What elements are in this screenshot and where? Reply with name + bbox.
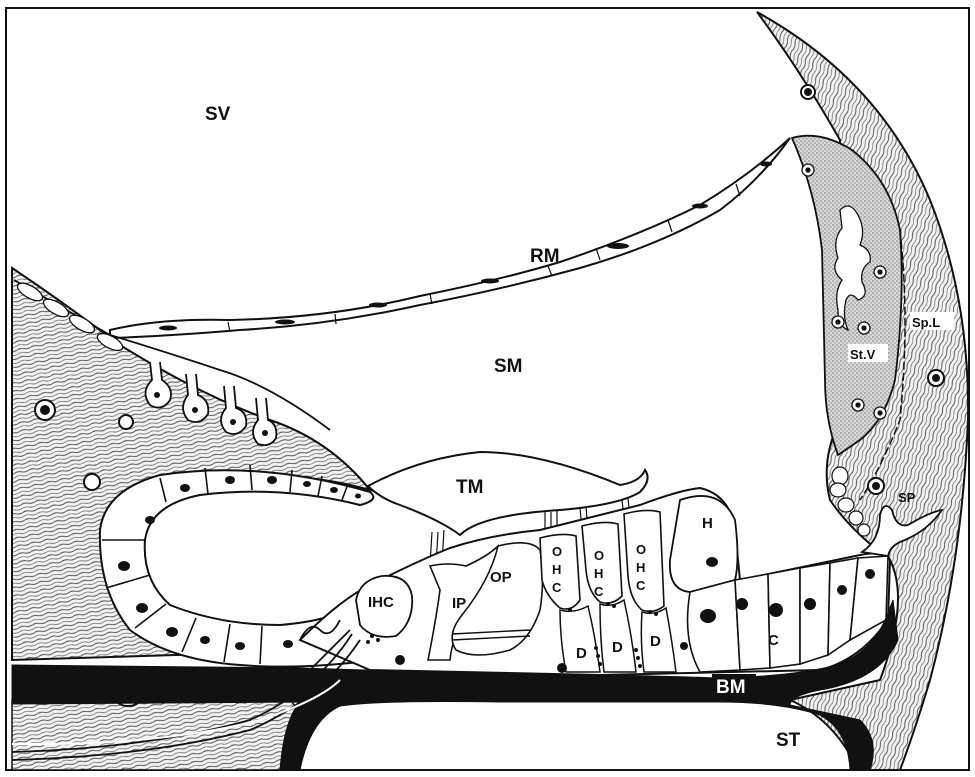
- label-spiral-prominence: SP: [898, 490, 916, 505]
- svg-text:C: C: [552, 580, 562, 595]
- label-claudius-cells: C: [768, 632, 779, 649]
- svg-text:O: O: [636, 542, 646, 557]
- label-deiters-3: D: [650, 633, 661, 650]
- label-inner-hair-cell: IHC: [368, 594, 394, 611]
- svg-text:O: O: [552, 544, 562, 559]
- svg-text:O: O: [594, 548, 604, 563]
- svg-text:H: H: [594, 566, 603, 581]
- label-spiral-ligament: Sp.L: [912, 315, 940, 330]
- label-deiters-1: D: [576, 645, 587, 662]
- label-ohc-1: O H C: [552, 544, 562, 595]
- label-ohc-3: O H C: [636, 542, 646, 593]
- label-scala-vestibuli: SV: [205, 104, 231, 125]
- svg-text:C: C: [636, 578, 646, 593]
- hensen-nucleus: [706, 557, 718, 567]
- svg-text:H: H: [636, 560, 645, 575]
- label-basilar-membrane: BM: [716, 677, 746, 698]
- label-tectorial-membrane: TM: [456, 477, 483, 498]
- label-inner-pillar: IP: [452, 595, 466, 612]
- label-deiters-2: D: [612, 639, 623, 656]
- hensen-cells: [670, 496, 738, 592]
- svg-text:H: H: [552, 562, 561, 577]
- label-ohc-2: O H C: [594, 548, 604, 599]
- label-outer-pillar: OP: [490, 569, 512, 586]
- svg-text:C: C: [594, 584, 604, 599]
- label-scala-media: SM: [494, 356, 523, 377]
- label-stria-vascularis: St.V: [850, 347, 876, 362]
- label-hensen-cells: H: [702, 515, 713, 532]
- label-scala-tympani: ST: [776, 730, 801, 751]
- label-reissners-membrane: RM: [530, 246, 560, 267]
